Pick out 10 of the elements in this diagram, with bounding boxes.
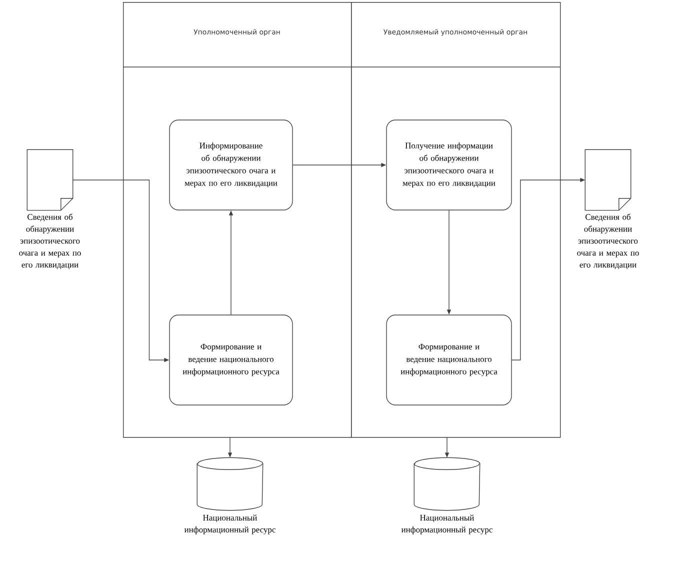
- process-box: Информирование об обнаружении эпизоотического очага и мерах по его ликвидации: [169, 120, 293, 210]
- document-caption: Сведения об обнаружении эпизоотического очага и мерах по его ликвидации: [577, 214, 639, 270]
- database-cylinder: Национальный информационный ресурс: [184, 457, 276, 534]
- document-caption: Сведения об обнаружении эпизоотического очага и мерах по его ликвидации: [19, 214, 81, 270]
- process-box: Формирование и ведение национального информационного ресурса: [386, 314, 512, 406]
- node-label: Национальный информационный ресурс: [184, 514, 276, 534]
- node-label: Национальный информационный ресурс: [401, 514, 492, 534]
- process-box: Формирование и ведение национального информационного ресурса: [169, 314, 293, 406]
- database-cylinder: Национальный информационный ресурс: [401, 457, 492, 534]
- process-box: Получение информации об обнаружении эпизоотического очага и мерах по его ликвидации: [386, 120, 512, 210]
